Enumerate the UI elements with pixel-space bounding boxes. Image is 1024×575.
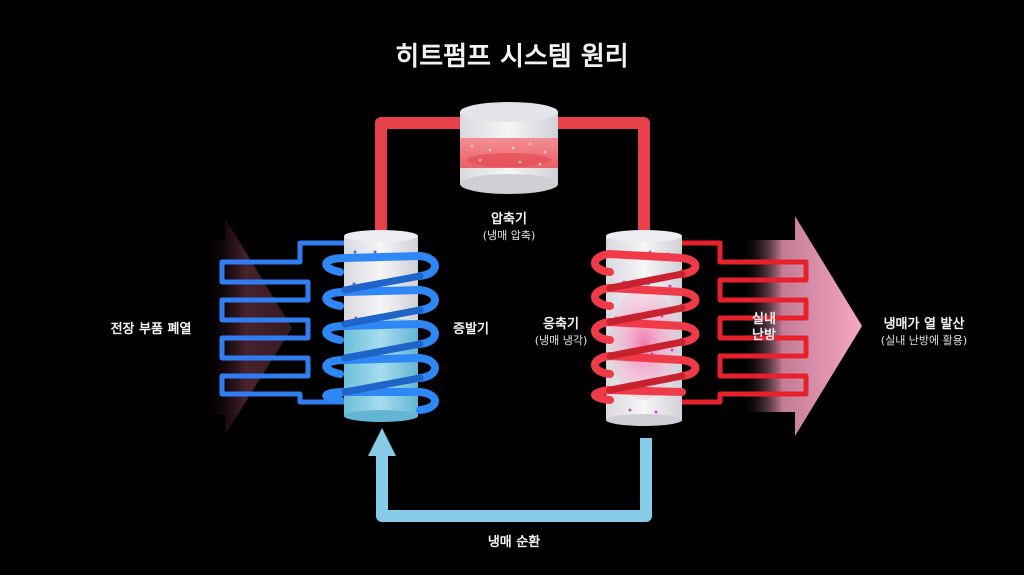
return-pipe xyxy=(368,428,652,522)
evaporator-label: 증발기 xyxy=(453,322,489,337)
compressor-label: 압축기 (냉매 압축) xyxy=(459,208,559,243)
indoor-heating-line2: 난방 xyxy=(752,328,776,343)
condenser-helix xyxy=(591,249,700,404)
condenser-sub: (냉매 냉각) xyxy=(534,334,588,347)
indoor-heating-line1: 실내 xyxy=(752,312,776,327)
hot-refrigerant-pipe xyxy=(375,117,650,236)
compressor-name: 압축기 xyxy=(491,212,527,227)
condenser-name: 응축기 xyxy=(543,317,579,332)
compressor-sub: (냉매 압축) xyxy=(482,229,536,242)
refrigerant-cycle-label: 냉매 순환 xyxy=(487,535,541,550)
indoor-heating-label: 실내 난방 xyxy=(740,312,788,344)
condenser-label: 응축기 (냉매 냉각) xyxy=(524,313,598,348)
heat-release-name: 냉매가 열 발산 xyxy=(883,317,965,332)
evaporator-exchanger-coil xyxy=(219,240,345,405)
heat-release-sub: (실내 난방에 활용) xyxy=(880,334,968,347)
page-title: 히트펌프 시스템 원리 xyxy=(395,42,629,72)
indoor-heating-coil xyxy=(682,240,809,405)
heat-release-label: 냉매가 열 발산 (실내 난방에 활용) xyxy=(862,313,986,348)
heat-release-arrow xyxy=(740,216,862,436)
evaporator-helix xyxy=(322,251,439,414)
waste-heat-label: 전장 부품 폐열 xyxy=(110,322,192,337)
compressor-cylinder xyxy=(460,102,558,194)
